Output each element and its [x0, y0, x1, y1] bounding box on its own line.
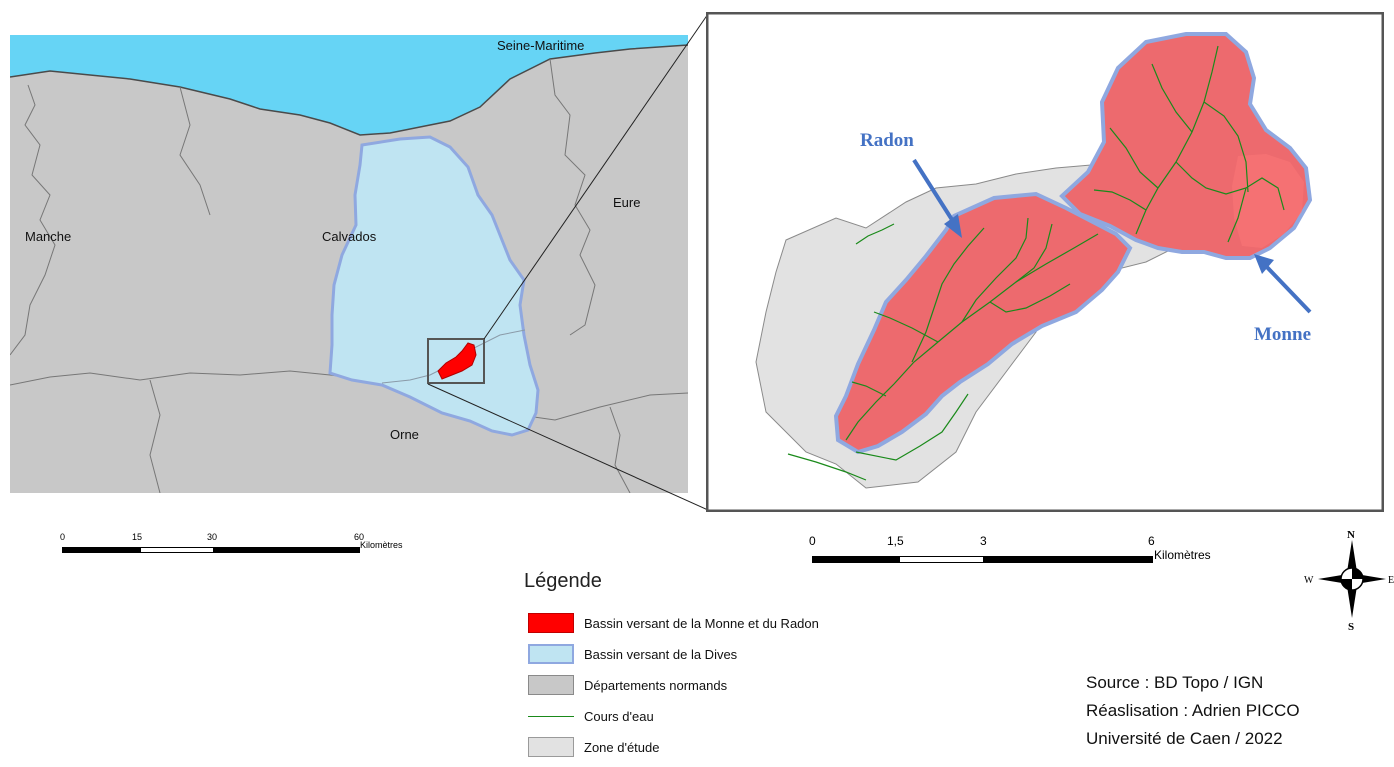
legend-item-rivers: Cours d'eau [528, 705, 654, 727]
legend-item-study-basin: Bassin versant de la Monne et du Radon [528, 612, 819, 634]
monne-arrow-head [1254, 254, 1274, 274]
scale-segment [812, 556, 899, 563]
legend-label: Zone d'étude [584, 739, 660, 755]
region-orne: Orne [390, 427, 419, 442]
legend-label: Bassin versant de la Dives [584, 646, 738, 662]
radon-arrow-line [912, 158, 958, 228]
sea-area [10, 35, 688, 135]
north-arrow-icon: N S W E [1304, 529, 1394, 632]
compass-w: W [1304, 575, 1314, 586]
region-calvados: Calvados [322, 229, 377, 244]
scale-segment [62, 547, 140, 553]
credit-source: Source : BD Topo / IGN [1086, 673, 1264, 692]
region-eure: Eure [613, 195, 640, 210]
scale-tick-30: 30 [207, 532, 218, 542]
legend-title: Légende [524, 570, 602, 592]
scale-tick-1-5: 1,5 [887, 534, 904, 548]
compass-n: N [1347, 529, 1355, 541]
right-scale-bar: 0 1,5 3 6 Kilomètres [809, 534, 1252, 564]
legend-swatch-rivers [528, 706, 574, 726]
legend-swatch-study-zone [528, 737, 574, 757]
legend-label: Départements normands [584, 677, 728, 693]
scale-segment [983, 556, 1153, 563]
legend-swatch-departments [528, 675, 574, 695]
left-scale-bar: 0 15 30 60 Kilomètres [60, 532, 442, 562]
compass-s: S [1348, 621, 1354, 632]
overview-map: Seine-Maritime Manche Calvados Eure Orne [10, 35, 688, 493]
label-monne: Monne [1254, 324, 1311, 345]
study-basin [437, 342, 477, 380]
monne-basin [1059, 32, 1313, 260]
region-seine-maritime: Seine-Maritime [497, 38, 584, 53]
label-radon: Radon [860, 130, 914, 151]
region-manche: Manche [25, 229, 71, 244]
scale-unit: Kilomètres [1154, 548, 1211, 562]
radon-arrow-head [944, 214, 962, 238]
scale-unit: Kilomètres [360, 540, 403, 550]
scale-tick-6: 6 [1148, 534, 1155, 548]
scale-segment [899, 556, 984, 563]
legend-item-departments: Départements normands [528, 674, 727, 696]
rivers [787, 45, 1285, 481]
scale-tick-15: 15 [132, 532, 143, 542]
scale-tick-3: 3 [980, 534, 987, 548]
scale-segment [140, 547, 215, 553]
monne-arrow-line [1262, 262, 1312, 314]
legend-item-study-zone: Zone d'étude [528, 736, 660, 758]
scale-segment [213, 547, 360, 553]
study-area-frame [427, 338, 485, 384]
scale-tick-0: 0 [809, 534, 816, 548]
legend-item-dives: Bassin versant de la Dives [528, 643, 737, 665]
legend-label: Bassin versant de la Monne et du Radon [584, 615, 819, 631]
legend-swatch-study-basin [528, 613, 574, 633]
monne-east-lobe [1232, 154, 1304, 248]
dives-watershed [328, 135, 540, 437]
credit-university: Université de Caen / 2022 [1086, 729, 1283, 748]
scale-tick-60: 60 [354, 532, 365, 542]
study-area-map: Radon Monne [706, 12, 1384, 512]
legend-swatch-dives [528, 644, 574, 664]
compass-e: E [1388, 575, 1394, 586]
legend-label: Cours d'eau [584, 708, 654, 724]
credit-realisation: Réaslisation : Adrien PICCO [1086, 701, 1300, 720]
department-borders [10, 58, 688, 493]
scale-tick-0: 0 [60, 532, 66, 542]
